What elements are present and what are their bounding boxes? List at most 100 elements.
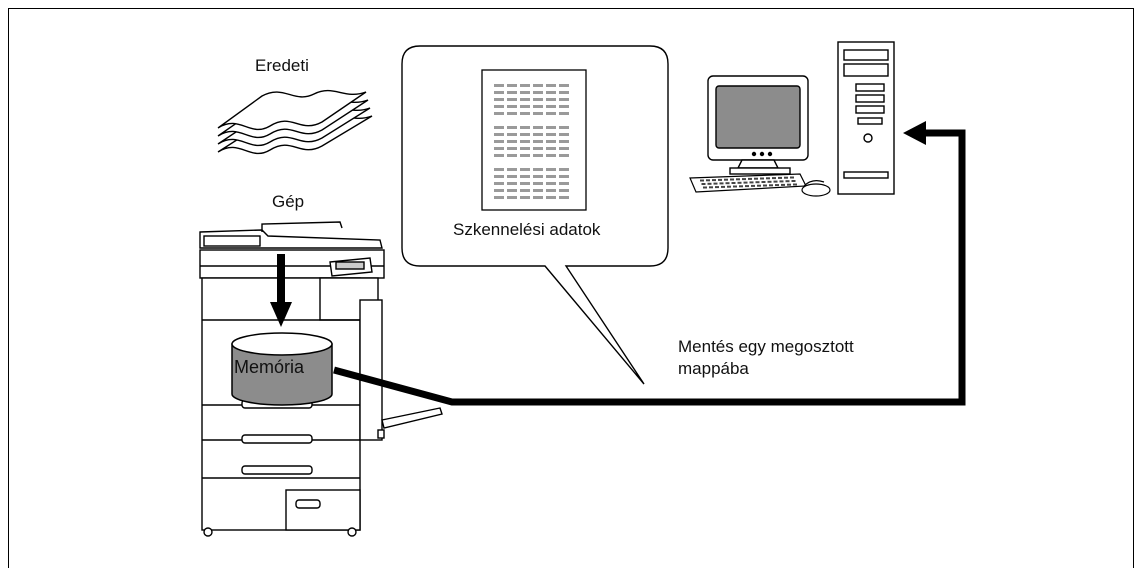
scan-text-line	[559, 189, 569, 192]
scan-text-line	[520, 154, 530, 157]
scan-text-line	[520, 147, 530, 150]
save-route-line	[333, 129, 966, 406]
scan-text-line	[520, 168, 530, 171]
scan-text-line	[507, 133, 517, 136]
keyboard-key	[715, 186, 719, 189]
scan-text-line	[533, 147, 543, 150]
scan-text-line	[494, 189, 504, 192]
save-label-line-2: mappába	[678, 359, 749, 378]
scan-text-line	[533, 175, 543, 178]
keyboard-key	[707, 182, 712, 185]
keyboard-key	[724, 178, 728, 181]
scan-text-line	[507, 126, 517, 129]
scan-text-line	[533, 189, 543, 192]
scan-text-line	[494, 140, 504, 143]
scan-text-line	[533, 84, 543, 87]
keyboard-key	[775, 184, 779, 187]
scan-text-line	[507, 168, 517, 171]
computer-monitor-icon	[707, 75, 809, 175]
scan-text-line	[520, 175, 530, 178]
scan-text-line	[559, 126, 569, 129]
keyboard-key	[766, 177, 770, 180]
scan-text-line	[546, 140, 556, 143]
keyboard-key	[718, 178, 722, 181]
scan-text-line	[507, 91, 517, 94]
keyboard-key	[781, 183, 785, 186]
scan-text-line	[507, 84, 517, 87]
scan-text-line	[533, 105, 543, 108]
scan-text-line	[520, 140, 530, 143]
scan-text-line	[494, 112, 504, 115]
keyboard-key	[772, 177, 776, 180]
scan-text-line	[520, 105, 530, 108]
keyboard-key	[700, 179, 704, 182]
memory-label: Memória	[234, 357, 305, 377]
scan-text-line	[494, 196, 504, 199]
scan-text-line	[533, 91, 543, 94]
keyboard-icon	[689, 173, 807, 193]
keyboard-key	[712, 179, 716, 182]
keyboard-key	[778, 176, 782, 179]
scan-text-line	[507, 182, 517, 185]
scan-text-line	[546, 147, 556, 150]
scan-text-line	[507, 98, 517, 101]
scan-text-line	[494, 182, 504, 185]
scan-text-line	[520, 189, 530, 192]
scan-text-line	[507, 196, 517, 199]
keyboard-key	[773, 180, 778, 183]
scan-text-line	[559, 147, 569, 150]
keyboard-key	[749, 181, 754, 184]
mfp-machine-icon	[199, 221, 443, 537]
scan-text-line	[494, 168, 504, 171]
keyboard-key	[779, 180, 784, 183]
keyboard-key	[755, 181, 760, 184]
scan-text-line	[546, 175, 556, 178]
scan-down-arrow	[270, 254, 292, 327]
keyboard-key	[703, 186, 707, 189]
scan-text-line	[507, 112, 517, 115]
scan-text-line	[533, 168, 543, 171]
scan-text-line	[494, 84, 504, 87]
scan-data-label: Szkennelési adatok	[453, 220, 601, 239]
mouse-icon	[801, 180, 831, 197]
keyboard-key	[793, 183, 797, 186]
keyboard-key	[737, 181, 742, 184]
scan-text-line	[494, 147, 504, 150]
scan-text-line	[507, 175, 517, 178]
keyboard-key	[742, 178, 746, 181]
scan-text-line	[559, 140, 569, 143]
scan-text-line	[494, 154, 504, 157]
scan-text-line	[546, 168, 556, 171]
keyboard-key	[785, 180, 790, 183]
scan-text-line	[533, 112, 543, 115]
scan-text-line	[533, 133, 543, 136]
scan-text-line	[533, 182, 543, 185]
scan-text-line	[546, 112, 556, 115]
scan-text-line	[520, 126, 530, 129]
scan-text-line	[494, 105, 504, 108]
keyboard-key	[748, 177, 752, 180]
keyboard-key	[725, 182, 730, 185]
keyboard-key	[706, 179, 710, 182]
scan-text-line	[559, 175, 569, 178]
keyboard-key	[751, 184, 755, 187]
keyboard-key	[769, 184, 773, 187]
keyboard-key	[743, 181, 748, 184]
memory-cylinder-icon	[231, 332, 333, 406]
scan-text-line	[520, 196, 530, 199]
scan-text-line	[533, 154, 543, 157]
scan-text-line	[546, 98, 556, 101]
scan-text-line	[520, 133, 530, 136]
scan-text-line	[494, 126, 504, 129]
scan-text-line	[520, 91, 530, 94]
speech-bubble	[401, 45, 669, 385]
keyboard-key	[791, 180, 796, 182]
scan-text-line	[559, 196, 569, 199]
keyboard-key	[745, 185, 749, 188]
scan-text-line	[559, 182, 569, 185]
scan-text-line	[546, 196, 556, 199]
scan-text-line	[520, 112, 530, 115]
keyboard-key	[787, 183, 791, 186]
keyboard-key	[763, 184, 767, 187]
